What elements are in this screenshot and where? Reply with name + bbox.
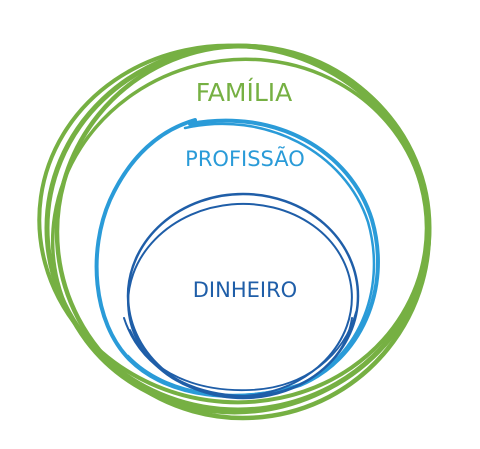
dinheiro-circle [123,192,360,400]
familia-label: FAMÍLIA [196,78,293,107]
familia-circle-stroke-4 [50,57,430,415]
profissao-label: PROFISSÃO [185,145,305,171]
dinheiro-circle-stroke-4 [129,311,357,392]
familia-circle [37,43,432,421]
dinheiro-label: DINHEIRO [193,278,297,302]
dinheiro-circle-stroke-3 [123,317,353,397]
